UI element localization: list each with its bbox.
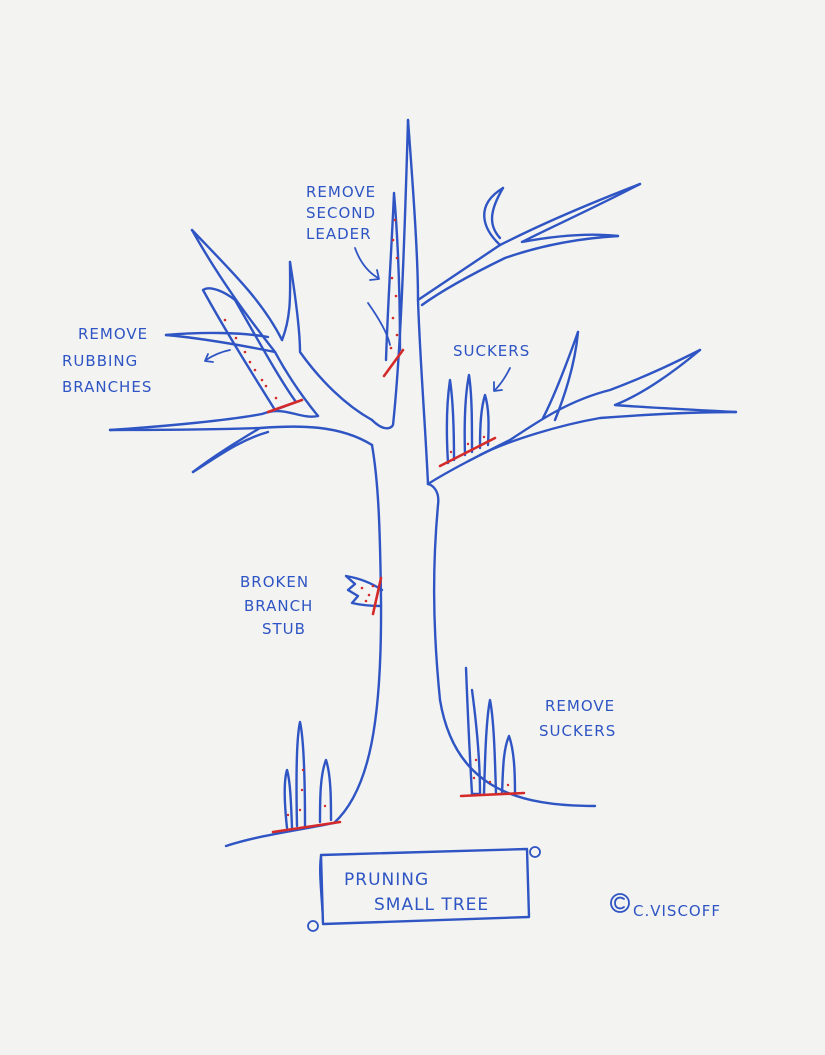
base-suckers-left [271, 720, 342, 834]
label-suckers-top: SUCKERS [453, 342, 530, 360]
label-remove-second-leader: REMOVE SECOND LEADER [306, 183, 376, 243]
label-line: SECOND [306, 204, 376, 222]
label-line: STUB [262, 620, 306, 638]
label-line: REMOVE [78, 325, 148, 343]
label-line: BRANCHES [62, 378, 152, 396]
branch-suckers [438, 373, 497, 468]
signature: C.VISCOFF [610, 893, 721, 920]
second-leader [367, 191, 405, 378]
signature-text: C.VISCOFF [633, 902, 721, 920]
title-line-1: PRUNING [344, 870, 429, 890]
broken-stub [344, 574, 384, 616]
label-line: BRANCH [244, 597, 313, 615]
tree-outline [108, 118, 738, 848]
label-broken-branch-stub: BROKEN BRANCH STUB [240, 573, 313, 638]
label-line: REMOVE [545, 697, 615, 715]
label-line: SUCKERS [453, 342, 530, 360]
label-line: RUBBING [62, 352, 138, 370]
label-line: SUCKERS [539, 722, 616, 740]
scroll-curl-icon [307, 920, 319, 932]
label-remove-suckers: REMOVE SUCKERS [539, 697, 616, 740]
rubbing-branch [201, 287, 304, 414]
base-suckers-right [459, 666, 526, 798]
title-box: PRUNING SMALL TREE [307, 846, 541, 932]
copyright-icon [610, 893, 630, 913]
label-line: LEADER [306, 225, 372, 243]
title-line-2: SMALL TREE [374, 895, 489, 915]
label-line: REMOVE [306, 183, 376, 201]
label-remove-rubbing-branches: REMOVE RUBBING BRANCHES [62, 325, 152, 396]
annotation-arrows [204, 247, 511, 392]
label-line: BROKEN [240, 573, 309, 591]
scroll-curl-icon [529, 846, 541, 858]
